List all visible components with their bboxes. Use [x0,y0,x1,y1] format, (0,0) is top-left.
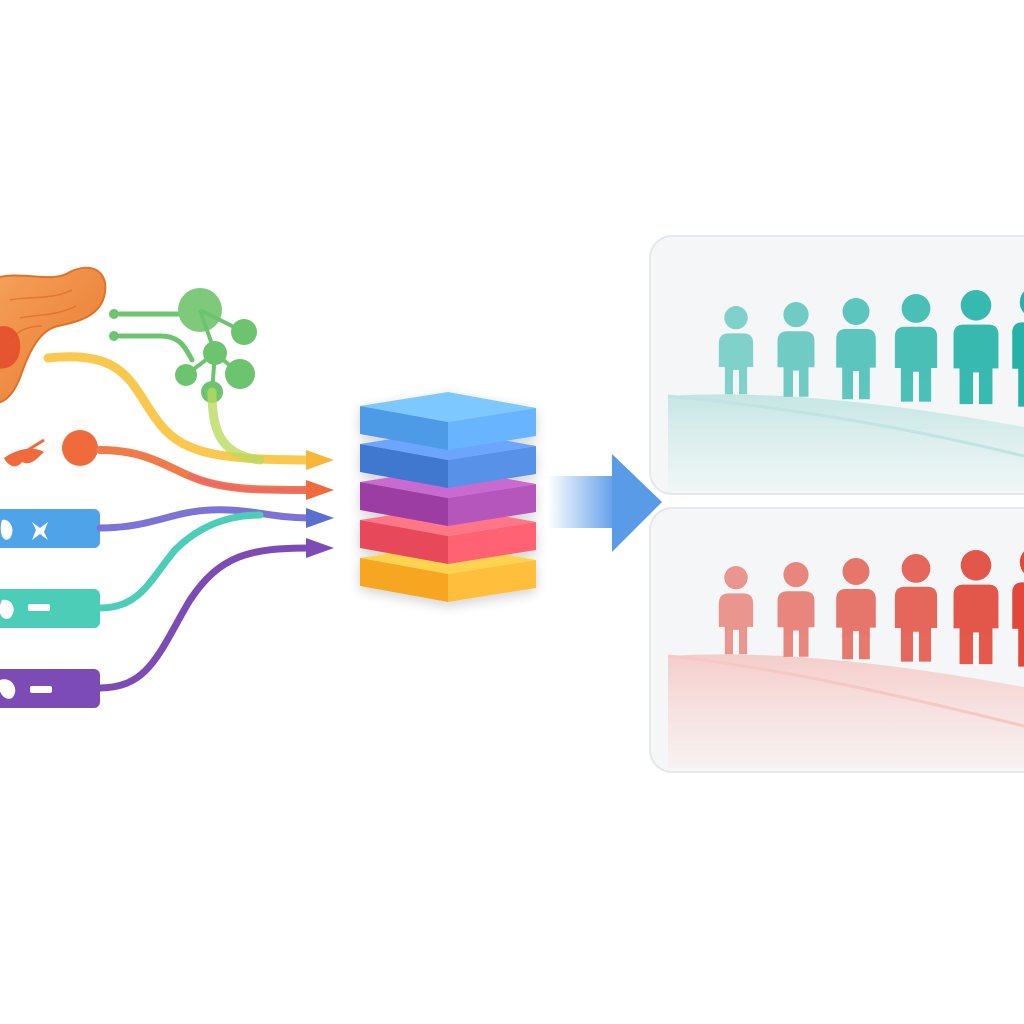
stack-layer-blue-top [360,392,536,450]
sample-bar-blue [0,509,100,548]
teal-person-6 [1012,291,1024,407]
arrowhead-blue [306,508,334,528]
teal-person-1 [718,306,754,395]
teal-person-5 [953,290,999,405]
teal-person-4 [894,294,938,402]
output-panel-red [649,507,1024,773]
sample-bar-purple [0,669,100,708]
pancreas-icon [0,266,107,404]
red-person-1 [718,566,754,655]
teal-person-2 [777,302,815,397]
flow-arrowheads [306,450,334,558]
data-layer-stack [360,392,536,602]
red-person-4 [894,554,938,662]
people-group-red [718,550,1024,667]
arrowhead-yellow [306,450,334,470]
red-person-3 [836,558,876,660]
teal-person-3 [836,298,876,400]
arrowhead-orange [306,480,334,500]
arrowhead-purple [306,538,334,558]
sample-bar-teal [0,589,100,628]
people-group-teal [718,290,1024,407]
red-person-5 [953,550,999,665]
red-person-2 [777,562,815,657]
output-panel-teal [649,235,1024,495]
red-person-6 [1012,551,1024,667]
cell-icon [4,430,98,467]
flow-connectors [43,352,315,692]
transition-arrow [548,454,662,552]
